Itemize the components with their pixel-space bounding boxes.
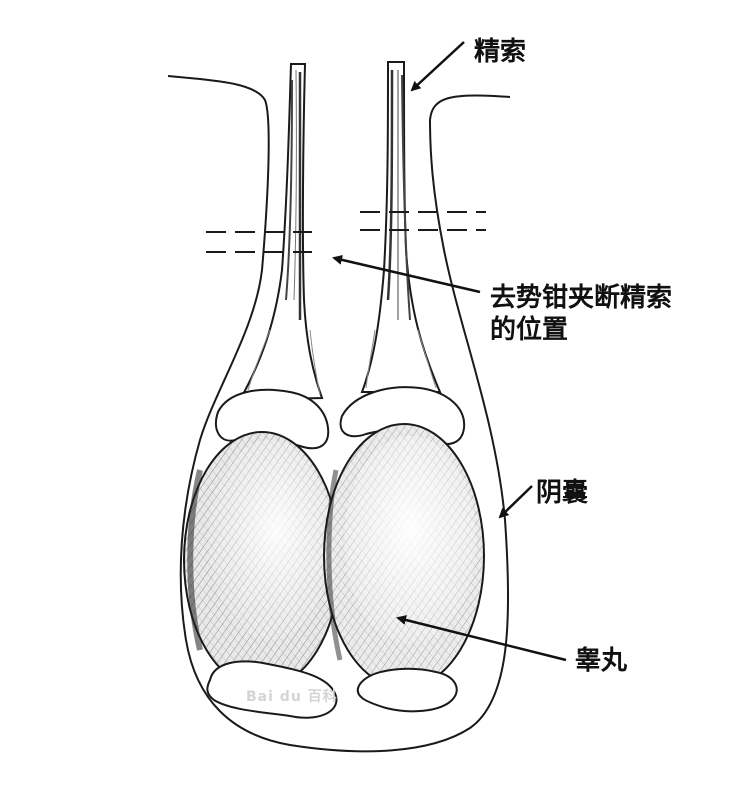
right-epididymis-tail <box>356 667 458 713</box>
arrow-spermatic-cord <box>410 41 465 92</box>
scrotum-outline <box>167 75 511 753</box>
right-epididymis-head <box>339 386 466 445</box>
left-spermatic-cord <box>238 63 324 402</box>
clamp-dashed-lines <box>206 211 486 253</box>
arrow-testis <box>396 615 567 662</box>
label-clamp-position-line1: 去势钳夹断精索 <box>490 283 673 313</box>
right-spermatic-cord <box>360 61 442 393</box>
watermark: Bai du 百科 <box>246 689 338 705</box>
left-epididymis-tail <box>206 660 338 719</box>
label-testis: 睾丸 <box>575 646 628 676</box>
label-spermatic-cord: 精索 <box>474 37 527 67</box>
label-clamp-position-line2: 的位置 <box>490 315 569 345</box>
left-testis <box>183 431 341 689</box>
arrow-clamp-position <box>332 254 481 294</box>
label-scrotum: 阴囊 <box>536 478 589 508</box>
arrow-scrotum <box>498 485 533 519</box>
leader-arrows <box>332 41 567 662</box>
right-testis <box>323 423 485 689</box>
